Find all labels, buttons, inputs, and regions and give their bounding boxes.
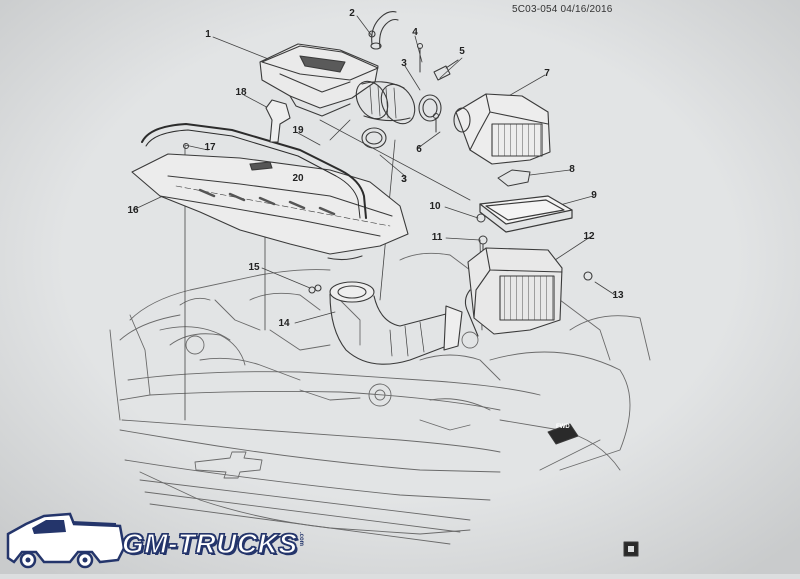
site-logo-text: GM-TRUCKS <box>121 527 298 559</box>
callout-number: 12 <box>583 231 595 242</box>
parts-10-11-fasteners <box>476 213 488 253</box>
part-7-airbox-lid <box>453 93 551 165</box>
part-14-lower-duct <box>314 281 463 365</box>
part-15-bolt <box>308 286 316 294</box>
callout-number: 4 <box>412 27 418 38</box>
callout-number: 1 <box>205 29 211 40</box>
callout-number: 18 <box>235 87 247 98</box>
callout-number: 16 <box>127 205 139 216</box>
part-16-baffle <box>131 153 409 261</box>
parts-4-5-6-hardware <box>417 43 459 133</box>
part-1-intake-duct <box>259 43 379 117</box>
callout-number: 14 <box>278 318 290 329</box>
callout-number: 6 <box>416 144 422 155</box>
site-logo-suffix: .com <box>298 532 304 547</box>
fwd-label: FWD <box>556 424 570 430</box>
part-12-airbox-lower <box>464 247 593 337</box>
part-19-seal-strip <box>141 123 367 219</box>
part-18-bracket <box>265 99 291 143</box>
truck-front <box>109 252 651 545</box>
callout-number: 11 <box>431 232 443 243</box>
callout-number: 5 <box>459 46 465 57</box>
logo-truck-icon <box>6 512 126 569</box>
diagram-header: 5C03-054 04/16/2016 <box>512 4 613 15</box>
fwd-arrow-symbol <box>547 423 579 445</box>
callout-number: 2 <box>349 8 355 19</box>
callout-number: 19 <box>292 125 304 136</box>
part-9-air-filter <box>479 195 573 233</box>
part-3-bellows <box>355 80 442 149</box>
callout-number: 8 <box>569 164 575 175</box>
callout-number: 13 <box>612 290 624 301</box>
callout-number: 20 <box>292 173 304 184</box>
callout-number: 3 <box>401 174 407 185</box>
part-8-foam <box>497 169 531 187</box>
corner-symbol <box>623 541 639 557</box>
callout-number: 15 <box>248 262 260 273</box>
callout-number: 3 <box>401 174 407 185</box>
callout-number: 9 <box>591 190 597 201</box>
callout-number: 17 <box>204 142 216 153</box>
part-2-hose <box>368 11 399 50</box>
callout-number: 10 <box>429 201 441 212</box>
callout-number: 3 <box>401 58 407 69</box>
callout-number: 7 <box>544 68 550 79</box>
